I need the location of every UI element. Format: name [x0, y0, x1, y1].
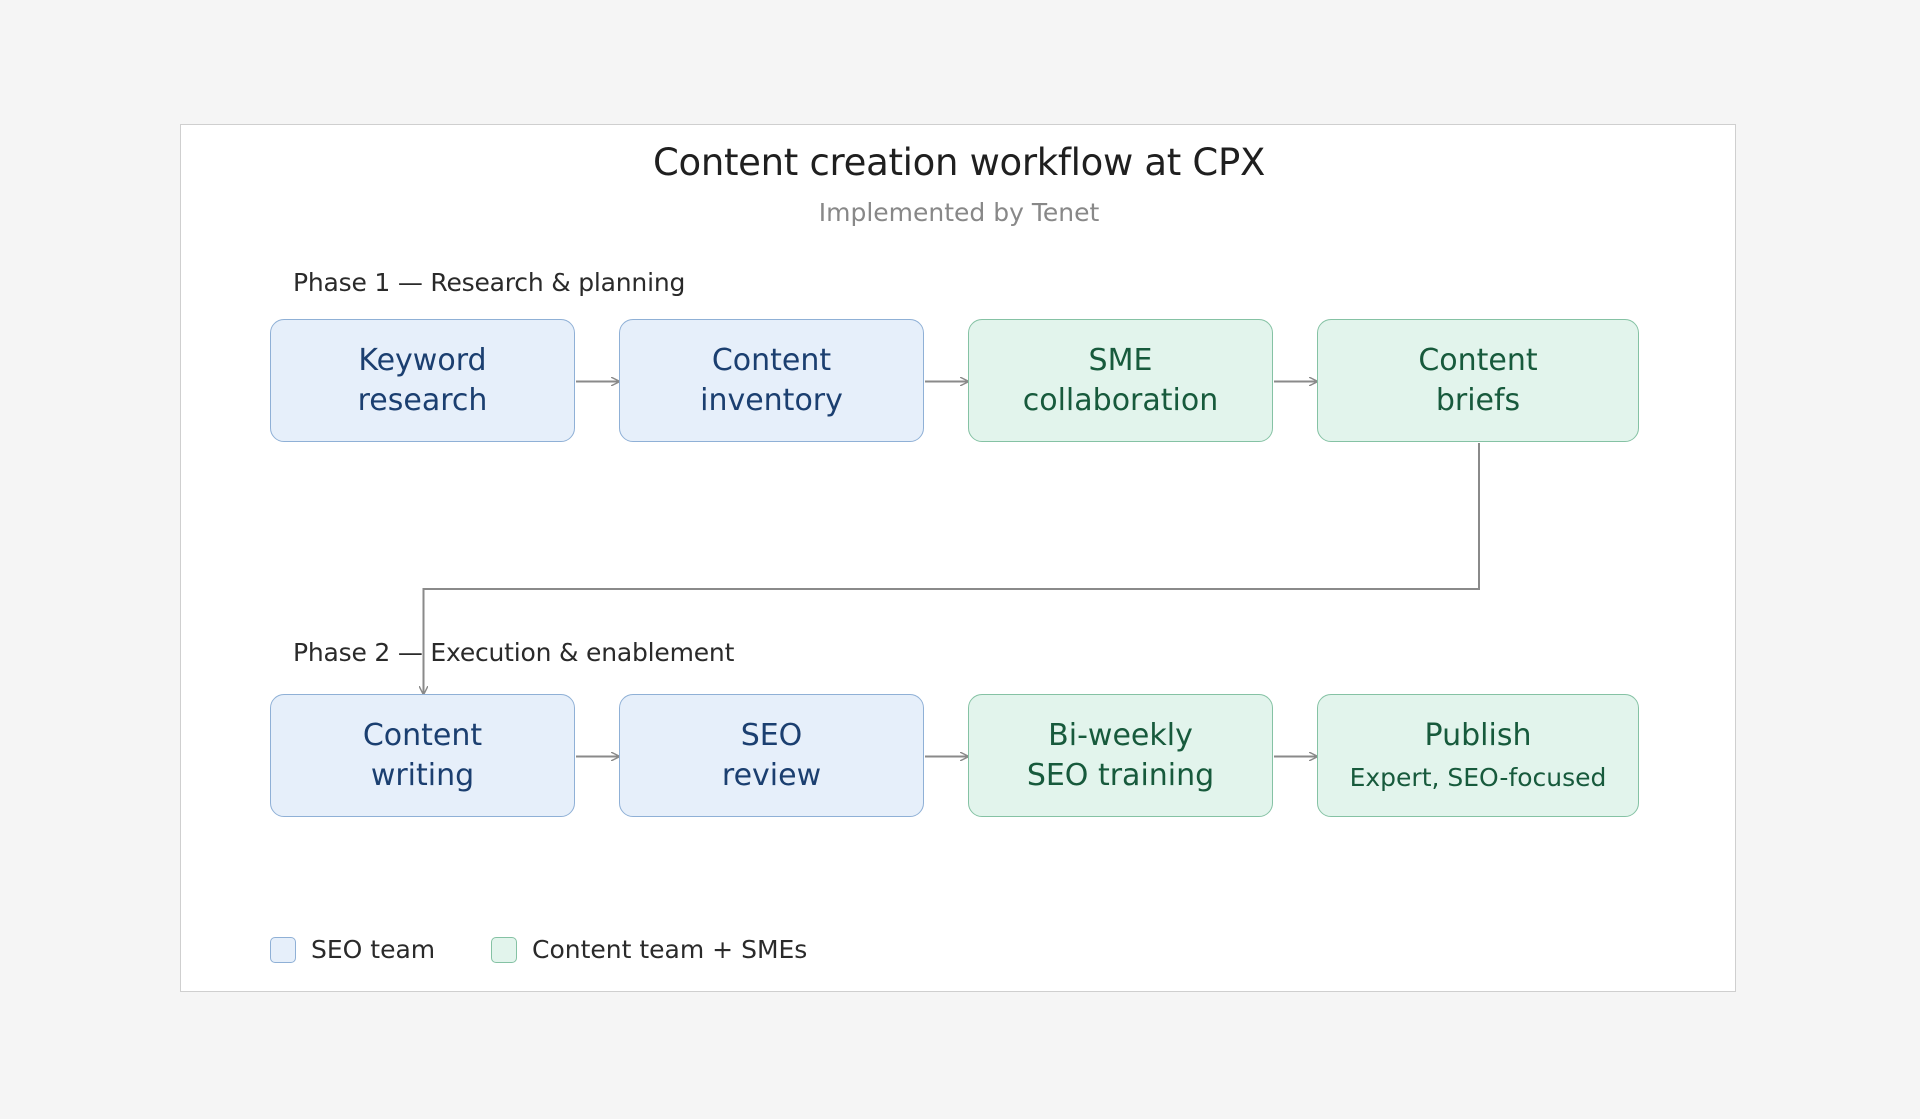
legend-item-content-team: Content team + SMEs — [491, 935, 807, 964]
phase-1-label: Phase 1 — Research & planning — [293, 268, 686, 297]
node-publish-subtitle: Expert, SEO-focused — [1349, 762, 1607, 792]
diagram-card: Content creation workflow at CPX Impleme… — [180, 124, 1736, 992]
node-keyword-research-line-2: research — [357, 382, 488, 418]
node-seo-review-line-1: SEO — [740, 717, 803, 753]
node-bi-weekly-seo-training-line-2: SEO training — [1026, 757, 1215, 793]
legend-swatch-seo — [270, 936, 296, 963]
node-sme-collaboration-line-2: collaboration — [1022, 382, 1219, 418]
node-sme-collaboration-line-1: SME — [1088, 342, 1153, 378]
node-content-briefs-line-2: briefs — [1435, 382, 1521, 418]
node-publish: Publish Expert, SEO-focused — [1317, 694, 1639, 817]
node-keyword-research-line-1: Keyword — [358, 342, 487, 378]
node-seo-review-line-2: review — [721, 757, 822, 793]
node-keyword-research: Keyword research — [270, 319, 575, 442]
legend-label-content: Content team + SMEs — [532, 935, 808, 964]
legend-item-seo-team: SEO team — [270, 935, 435, 964]
node-content-briefs: Content briefs — [1317, 319, 1639, 442]
legend-swatch-content — [491, 936, 517, 963]
node-content-inventory: Content inventory — [619, 319, 924, 442]
node-bi-weekly-seo-training-line-1: Bi-weekly — [1048, 717, 1193, 753]
node-content-inventory-line-1: Content — [711, 342, 832, 378]
node-sme-collaboration: SME collaboration — [968, 319, 1273, 442]
diagram-subtitle: Implemented by Tenet — [818, 198, 1100, 227]
node-content-writing-line-2: writing — [370, 757, 475, 793]
legend-label-seo: SEO team — [311, 935, 436, 964]
node-content-inventory-line-2: inventory — [700, 382, 843, 418]
edge-content-briefs-to-content-writing — [424, 443, 1480, 694]
node-content-briefs-line-1: Content — [1418, 342, 1538, 378]
node-bi-weekly-seo-training: Bi-weekly SEO training — [968, 694, 1273, 817]
node-seo-review: SEO review — [619, 694, 924, 817]
diagram-title: Content creation workflow at CPX — [652, 141, 1266, 184]
node-publish-line-1: Publish — [1424, 717, 1532, 753]
phase-2-label: Phase 2 — Execution & enablement — [293, 638, 735, 667]
node-content-writing: Content writing — [270, 694, 575, 817]
connectors — [181, 125, 1480, 993]
node-content-writing-line-1: Content — [362, 717, 483, 753]
